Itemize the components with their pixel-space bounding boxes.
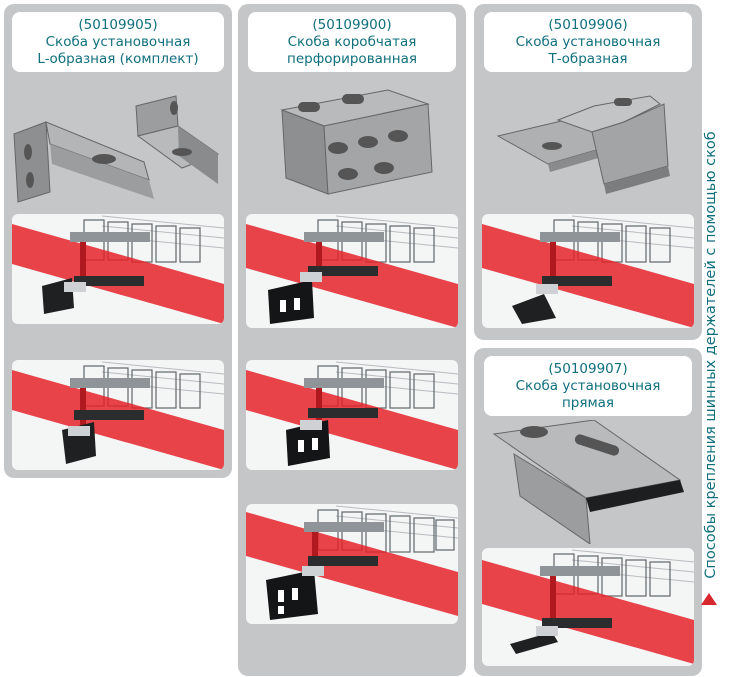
product-code: (50109906) bbox=[548, 16, 628, 33]
t-bracket-photo bbox=[496, 95, 670, 194]
box-bracket-photo bbox=[280, 89, 433, 195]
column-50109906: (50109906) Скоба установочная Т-образная bbox=[474, 4, 702, 340]
mounting-scene-box-bracket-alt2 bbox=[246, 504, 458, 624]
column-50109900: (50109900) Скоба коробчатая перфорирован… bbox=[238, 4, 466, 676]
mounting-scene-box-bracket bbox=[246, 214, 458, 328]
mounting-scene-box-bracket-alt bbox=[246, 360, 458, 470]
arrow-up-icon bbox=[701, 593, 717, 605]
product-name-line1: Скоба установочная bbox=[515, 377, 661, 394]
product-name-line1: Скоба установочная bbox=[515, 33, 661, 50]
product-label-50109900: (50109900) Скоба коробчатая перфорирован… bbox=[248, 12, 456, 72]
product-name-line1: Скоба установочная bbox=[45, 33, 191, 50]
mounting-scene-l-bracket bbox=[12, 214, 224, 324]
column-50109907: (50109907) Скоба установочная прямая bbox=[474, 348, 702, 676]
mounting-scene-l-bracket-alt bbox=[12, 360, 224, 470]
product-label-50109905: (50109905) Скоба установочная L-образная… bbox=[12, 12, 224, 72]
mounting-scene-t-bracket bbox=[482, 214, 694, 328]
mounting-scene-straight-bracket bbox=[482, 548, 694, 666]
side-caption: Способы крепления шинных держателей с по… bbox=[686, 95, 735, 615]
l-bracket-photo bbox=[13, 95, 220, 203]
product-name-line2: перфорированная bbox=[287, 50, 417, 67]
product-name-line2: Т-образная bbox=[548, 50, 628, 67]
column-50109905: (50109905) Скоба установочная L-образная… bbox=[4, 4, 232, 478]
product-name-line2: L-образная (комплект) bbox=[37, 50, 199, 67]
product-name-line2: прямая bbox=[561, 394, 615, 411]
product-name-line1: Скоба коробчатая bbox=[287, 33, 417, 50]
product-code: (50109907) bbox=[548, 360, 628, 377]
product-code: (50109905) bbox=[78, 16, 158, 33]
straight-bracket-photo bbox=[492, 420, 684, 544]
product-label-50109907: (50109907) Скоба установочная прямая bbox=[484, 356, 692, 416]
side-caption-text: Способы крепления шинных держателей с по… bbox=[703, 131, 719, 579]
product-code: (50109900) bbox=[312, 16, 392, 33]
product-label-50109906: (50109906) Скоба установочная Т-образная bbox=[484, 12, 692, 72]
